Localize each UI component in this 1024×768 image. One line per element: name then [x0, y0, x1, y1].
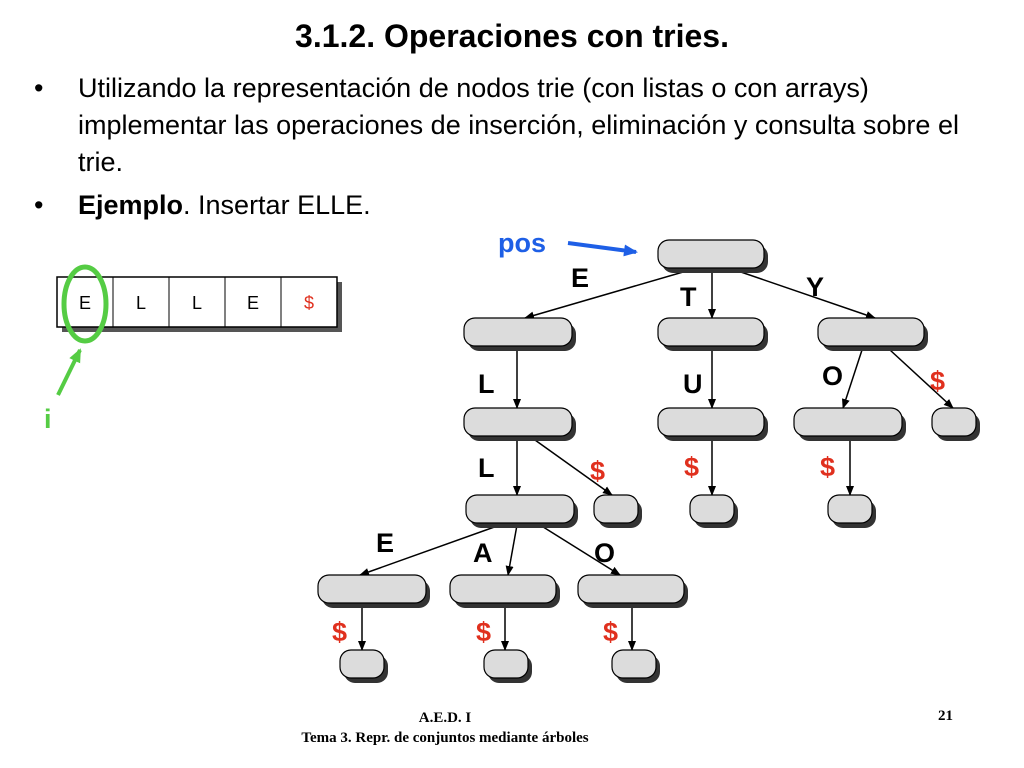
slide-title: 3.1.2. Operaciones con tries.	[295, 18, 729, 54]
bullet-bold-text: Ejemplo	[78, 190, 184, 220]
edge-label: E	[376, 528, 394, 558]
trie-leaf-node	[611, 649, 657, 679]
edge-labels: E T Y L U O $ L $ $ $ E A O $ $ $	[332, 263, 945, 647]
trie-node	[463, 317, 573, 347]
edge-label: L	[478, 369, 495, 399]
edge-label: L	[478, 453, 495, 483]
char-array: E L L E $	[56, 276, 342, 332]
trie-node	[793, 407, 903, 437]
trie-node	[465, 494, 575, 524]
edge-label-dollar: $	[684, 452, 699, 482]
trie-node	[657, 239, 765, 269]
array-cell: E	[79, 293, 91, 313]
trie-node	[657, 407, 765, 437]
footer-line: A.E.D. I	[418, 710, 472, 726]
trie-node	[463, 407, 573, 437]
bullet-list: • Utilizando la representación de nodos …	[34, 70, 994, 230]
array-cell-dollar: $	[304, 293, 314, 313]
trie-leaf-node	[689, 494, 735, 524]
edge-label-dollar: $	[820, 452, 835, 482]
bullet-item: • Utilizando la representación de nodos …	[34, 70, 994, 181]
array-cell: E	[247, 293, 259, 313]
index-highlight	[61, 264, 109, 344]
trie-leaf-node	[827, 494, 873, 524]
trie-leaf-node	[483, 649, 529, 679]
bullet-item: • Ejemplo. Insertar ELLE.	[34, 187, 994, 224]
trie-node	[657, 317, 765, 347]
edge-label: O	[822, 361, 843, 391]
trie-leaf-node	[593, 494, 639, 524]
edge-label-dollar: $	[590, 456, 605, 486]
pos-label: pos	[498, 228, 546, 258]
footer-course: A.E.D. I Tema 3. Repr. de conjuntos medi…	[250, 708, 640, 748]
index-arrow	[56, 348, 82, 396]
edge-label: E	[571, 263, 589, 293]
trie-edges	[358, 269, 954, 651]
trie-node	[817, 317, 925, 347]
bullet-dot: •	[34, 190, 44, 220]
footer-line: Tema 3. Repr. de conjuntos mediante árbo…	[301, 730, 589, 746]
trie-nodes	[317, 239, 980, 683]
trie-leaf-node	[339, 649, 385, 679]
edge-label: U	[683, 369, 703, 399]
trie-node	[449, 574, 557, 604]
edge-label-dollar: $	[476, 617, 491, 647]
edge-label: O	[594, 538, 615, 568]
array-cell: L	[192, 293, 202, 313]
edge-label-dollar: $	[603, 617, 618, 647]
edge-label: T	[680, 282, 697, 312]
bullet-dot: •	[34, 73, 44, 103]
edge-label-dollar: $	[332, 617, 347, 647]
edge-label-dollar: $	[930, 366, 945, 396]
trie-leaf-node	[931, 407, 977, 437]
page-number: 21	[938, 708, 953, 724]
edge-label: A	[473, 538, 493, 568]
trie-node	[317, 574, 427, 604]
trie-node	[577, 574, 685, 604]
array-cell: L	[136, 293, 146, 313]
pos-arrow	[567, 241, 638, 257]
edge-label: Y	[806, 272, 824, 302]
index-label: i	[44, 404, 52, 434]
bullet-text: Utilizando la representación de nodos tr…	[78, 73, 959, 177]
bullet-text: . Insertar ELLE.	[183, 190, 371, 220]
